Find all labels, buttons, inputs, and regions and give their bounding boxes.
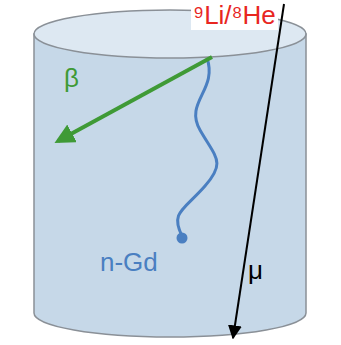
neutron-path: [178, 58, 217, 236]
muon-track: [233, 4, 284, 338]
capture-dot: [177, 233, 188, 244]
beta-arrow: [58, 57, 212, 141]
capture-label: n-Gd: [98, 248, 160, 277]
isotope-label: ⁹Li/⁸He: [191, 1, 278, 30]
detector-body: [34, 34, 306, 337]
muon-label: μ: [246, 256, 265, 285]
beta-label: β: [62, 64, 81, 93]
